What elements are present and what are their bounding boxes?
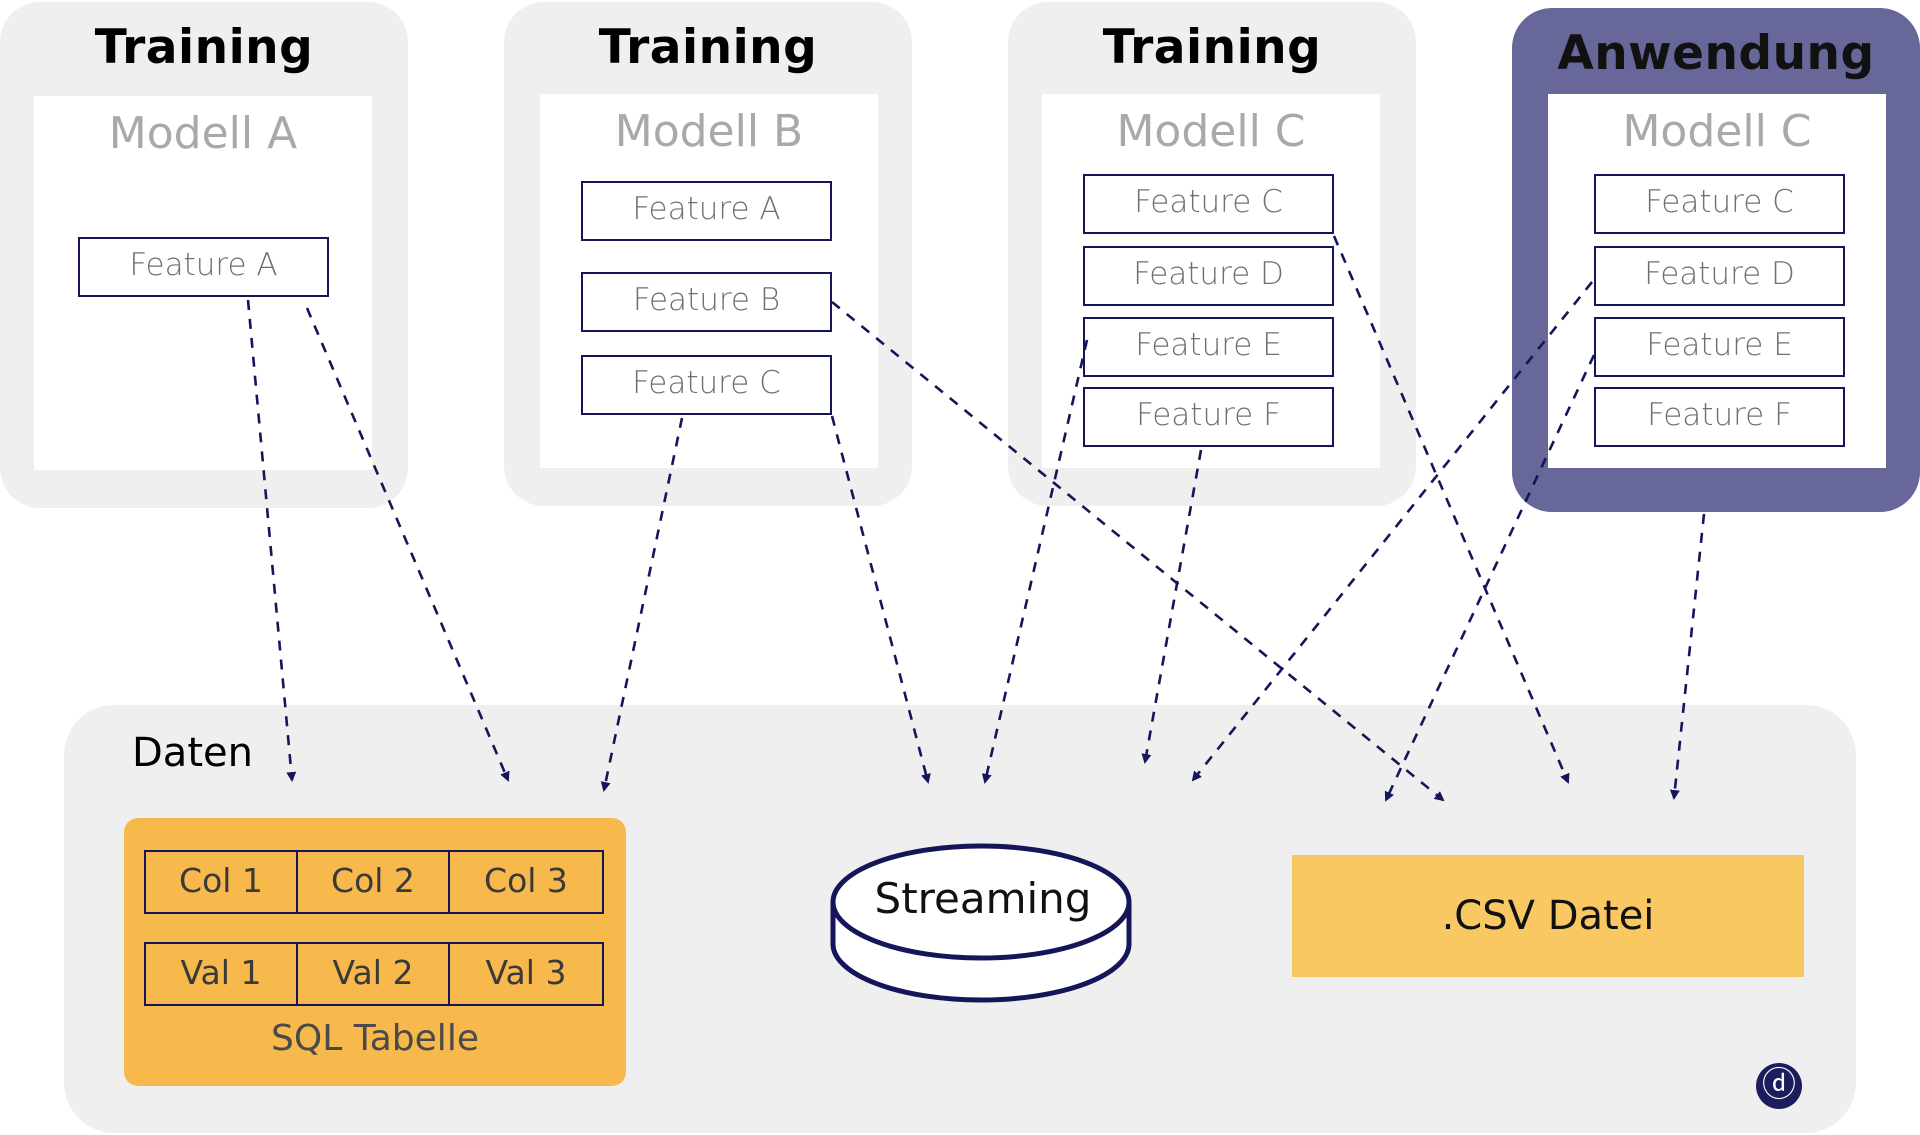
csv-file: .CSV Datei	[1292, 855, 1804, 977]
model-label: Modell B	[614, 106, 804, 157]
panel-training-modell-b: Training Modell B	[504, 2, 912, 506]
model-label: Modell C	[1622, 106, 1812, 157]
feature-box: Feature D	[1594, 246, 1845, 306]
arrow	[830, 415, 931, 784]
arrow	[600, 417, 684, 792]
panel-title: Training	[1102, 20, 1322, 75]
model-label: Modell C	[1116, 106, 1306, 157]
arrow	[981, 339, 1089, 784]
sql-table-label: SQL Tabelle	[271, 1018, 479, 1059]
sql-table	[124, 818, 626, 1086]
feature-box: Feature C	[581, 355, 832, 415]
sql-header-cell: Col 2	[296, 850, 450, 914]
feature-box: Feature D	[1083, 246, 1334, 306]
data-title: Daten	[132, 730, 253, 776]
streaming-disk	[830, 843, 1132, 1003]
arrow	[305, 307, 510, 782]
arrow	[1191, 281, 1594, 782]
panel-title: Anwendung	[1557, 26, 1875, 81]
feature-box: Feature C	[1083, 174, 1334, 234]
panel-title: Training	[94, 20, 314, 75]
arrow	[1669, 513, 1706, 800]
sql-header-cell: Col 3	[448, 850, 604, 914]
sql-header-cell: Col 1	[144, 850, 298, 914]
feature-box: Feature A	[581, 181, 832, 241]
feature-box: Feature E	[1083, 317, 1334, 377]
sql-value-cell: Val 2	[296, 942, 450, 1006]
feature-box: Feature F	[1594, 387, 1845, 447]
arrow	[831, 300, 1445, 802]
arrow	[1332, 235, 1570, 784]
sql-value-cell: Val 3	[448, 942, 604, 1006]
arrow	[1384, 354, 1596, 802]
feature-box: Feature B	[581, 272, 832, 332]
model-label: Modell A	[108, 108, 298, 159]
feature-box: Feature C	[1594, 174, 1845, 234]
panel-title: Training	[598, 20, 818, 75]
feature-box: Feature F	[1083, 387, 1334, 447]
streaming-label: Streaming	[874, 874, 1092, 923]
feature-box: Feature A	[78, 237, 329, 297]
company-logo-icon: ⓓ	[1756, 1063, 1802, 1109]
feature-box: Feature E	[1594, 317, 1845, 377]
arrow	[246, 299, 297, 782]
arrow	[1141, 449, 1203, 764]
